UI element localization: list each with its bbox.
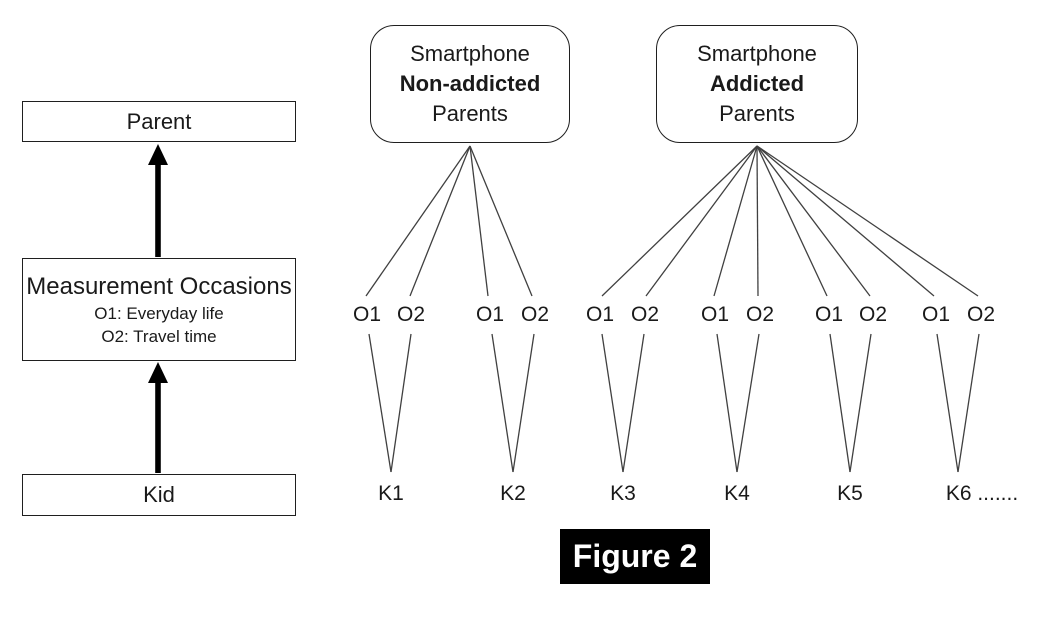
non-addicted-line1: Smartphone bbox=[410, 41, 530, 66]
kid-box: Kid bbox=[22, 474, 296, 516]
occasion-label-o1-k5: O1 bbox=[814, 303, 844, 326]
occasion-label-o2-k1: O2 bbox=[396, 303, 426, 326]
non-addicted-line2: Non-addicted bbox=[399, 71, 541, 96]
occasion-label-o2-k5: O2 bbox=[858, 303, 888, 326]
measurement-box-line1: O1: Everyday life bbox=[94, 303, 224, 323]
addicted-line1: Smartphone bbox=[697, 41, 817, 66]
kid-label-k4: K4 bbox=[724, 482, 750, 505]
fan-lines-addicted bbox=[601, 145, 979, 297]
kid-connector-lines bbox=[368, 333, 980, 473]
occasion-label-o2-k4: O2 bbox=[745, 303, 775, 326]
occasion-label-o1-k2: O1 bbox=[475, 303, 505, 326]
kid-label-k3: K3 bbox=[610, 482, 636, 505]
fan-lines-non-addicted bbox=[365, 145, 533, 297]
measurement-occasions-box: Measurement Occasions O1: Everyday life … bbox=[22, 258, 296, 361]
non-addicted-parents-box: Smartphone Non-addicted Parents bbox=[370, 25, 570, 143]
kid-box-label: Kid bbox=[143, 482, 175, 507]
addicted-line2: Addicted bbox=[709, 71, 805, 96]
figure-caption: Figure 2 bbox=[560, 529, 710, 584]
kid-label-k1: K1 bbox=[378, 482, 404, 505]
arrow-kid-to-measurement bbox=[148, 362, 168, 473]
figure-caption-text: Figure 2 bbox=[572, 538, 698, 574]
occasion-label-o1-k6: O1 bbox=[921, 303, 951, 326]
parent-box-label: Parent bbox=[126, 108, 192, 134]
occasion-label-o2-k3: O2 bbox=[630, 303, 660, 326]
addicted-line3: Parents bbox=[719, 101, 795, 126]
measurement-box-title: Measurement Occasions bbox=[26, 272, 292, 300]
measurement-box-line2: O2: Travel time bbox=[101, 326, 217, 346]
occasion-label-o1-k3: O1 bbox=[585, 303, 615, 326]
occasion-label-o2-k6: O2 bbox=[966, 303, 996, 326]
occasion-label-o1-k1: O1 bbox=[352, 303, 382, 326]
parent-box: Parent bbox=[22, 101, 296, 142]
addicted-parents-box: Smartphone Addicted Parents bbox=[656, 25, 858, 143]
occasion-label-o2-k2: O2 bbox=[520, 303, 550, 326]
arrow-measurement-to-parent bbox=[148, 144, 168, 257]
kid-label-k6: K6 ....... bbox=[945, 482, 1019, 505]
occasion-label-o1-k4: O1 bbox=[700, 303, 730, 326]
kid-label-k2: K2 bbox=[500, 482, 526, 505]
kid-label-k5: K5 bbox=[837, 482, 863, 505]
non-addicted-line3: Parents bbox=[432, 101, 508, 126]
